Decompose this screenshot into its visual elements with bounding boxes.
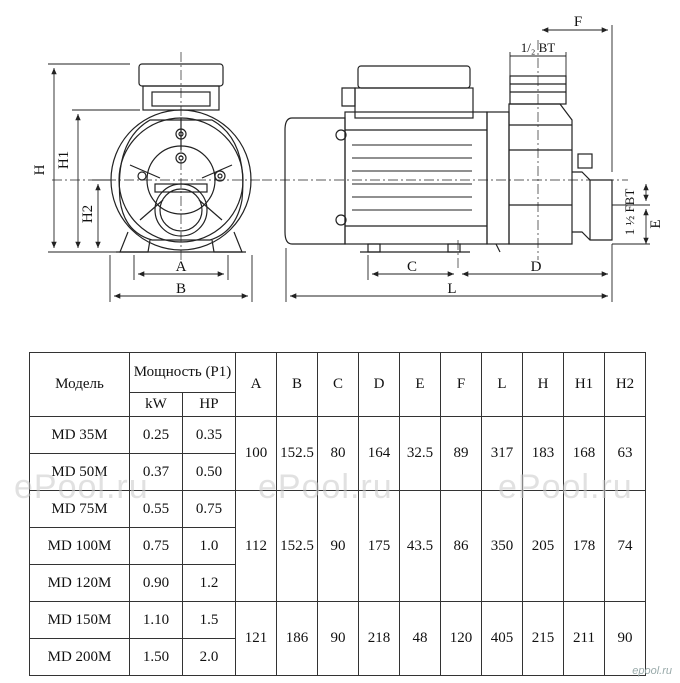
dim-label-h: H [32, 164, 48, 175]
table-row-kw: 1.10 [129, 601, 183, 639]
cell-l: 405 [481, 601, 523, 676]
watermark-right: ePool.ru [498, 468, 633, 506]
table-row-hp: 1.2 [182, 564, 236, 602]
header-f: F [440, 352, 482, 417]
cell-d: 218 [358, 601, 400, 676]
cell-h1: 211 [563, 601, 605, 676]
cell-h1: 178 [563, 490, 605, 602]
cell-l: 350 [481, 490, 523, 602]
table-row-kw: 0.25 [129, 416, 183, 454]
header-h2: H2 [604, 352, 646, 417]
dim-label-d: D [531, 259, 542, 275]
table-row-hp: 0.35 [182, 416, 236, 454]
cell-l: 317 [481, 416, 523, 491]
header-a: A [235, 352, 277, 417]
watermark-center: ePool.ru [258, 468, 393, 506]
side-view [284, 65, 613, 253]
header-l: L [481, 352, 523, 417]
dim-label-fbt: 1 ½ FBT [622, 189, 637, 236]
dim-label-bt: 1/₂ BT [521, 40, 556, 55]
cell-b: 152.5 [276, 416, 318, 491]
table-row-hp: 2.0 [182, 638, 236, 676]
table-row-hp: 1.0 [182, 527, 236, 565]
cell-h: 205 [522, 490, 564, 602]
header-b: B [276, 352, 318, 417]
cell-f: 86 [440, 490, 482, 602]
cell-c: 90 [317, 601, 359, 676]
cell-h: 215 [522, 601, 564, 676]
table-row-model: MD 35M [29, 416, 130, 454]
table-row-kw: 0.90 [129, 564, 183, 602]
table-row-model: MD 200M [29, 638, 130, 676]
cell-a: 112 [235, 490, 277, 602]
watermark-left: ePool.ru [14, 468, 149, 506]
header-hp: HP [182, 392, 236, 417]
table-row-model: MD 100M [29, 527, 130, 565]
pump-drawing: H H1 H2 A B C D L F E 1/₂ BT 1 ½ FBT [32, 14, 664, 302]
cell-e: 32.5 [399, 416, 441, 491]
cell-c: 90 [317, 490, 359, 602]
dim-label-h1: H1 [56, 151, 72, 169]
dim-label-a: A [176, 259, 187, 275]
table-row-hp: 1.5 [182, 601, 236, 639]
header-kw: kW [129, 392, 183, 417]
dim-label-l: L [447, 281, 456, 297]
header-c: C [317, 352, 359, 417]
cell-b: 152.5 [276, 490, 318, 602]
header-h: H [522, 352, 564, 417]
table-row-kw: 1.50 [129, 638, 183, 676]
dim-label-f: F [574, 14, 582, 30]
cell-f: 89 [440, 416, 482, 491]
cell-a: 121 [235, 601, 277, 676]
dim-label-b: B [176, 281, 186, 297]
cell-h1: 168 [563, 416, 605, 491]
header-model: Модель [29, 352, 130, 417]
cell-c: 80 [317, 416, 359, 491]
cell-b: 186 [276, 601, 318, 676]
header-power: Мощность (P1) [129, 352, 236, 393]
cell-f: 120 [440, 601, 482, 676]
table-row-kw: 0.75 [129, 527, 183, 565]
dim-label-e: E [648, 219, 664, 228]
site-logo: epool.ru [632, 665, 672, 677]
table-row-hp: 0.50 [182, 453, 236, 491]
header-h1: H1 [563, 352, 605, 417]
cell-d: 175 [358, 490, 400, 602]
dim-label-c: C [407, 259, 417, 275]
spec-table: Модель Мощность (P1) A B C D E F L H H1 … [29, 352, 646, 676]
cell-d: 164 [358, 416, 400, 491]
cell-e: 43.5 [399, 490, 441, 602]
cell-h2: 74 [604, 490, 646, 602]
table-row-kw: 0.37 [129, 453, 183, 491]
header-d: D [358, 352, 400, 417]
table-row-model: MD 120M [29, 564, 130, 602]
cell-a: 100 [235, 416, 277, 491]
table-row-model: MD 150M [29, 601, 130, 639]
cell-e: 48 [399, 601, 441, 676]
cell-h2: 90 [604, 601, 646, 676]
header-e: E [399, 352, 441, 417]
dim-label-h2: H2 [80, 205, 96, 223]
table-row-hp: 0.75 [182, 490, 236, 528]
